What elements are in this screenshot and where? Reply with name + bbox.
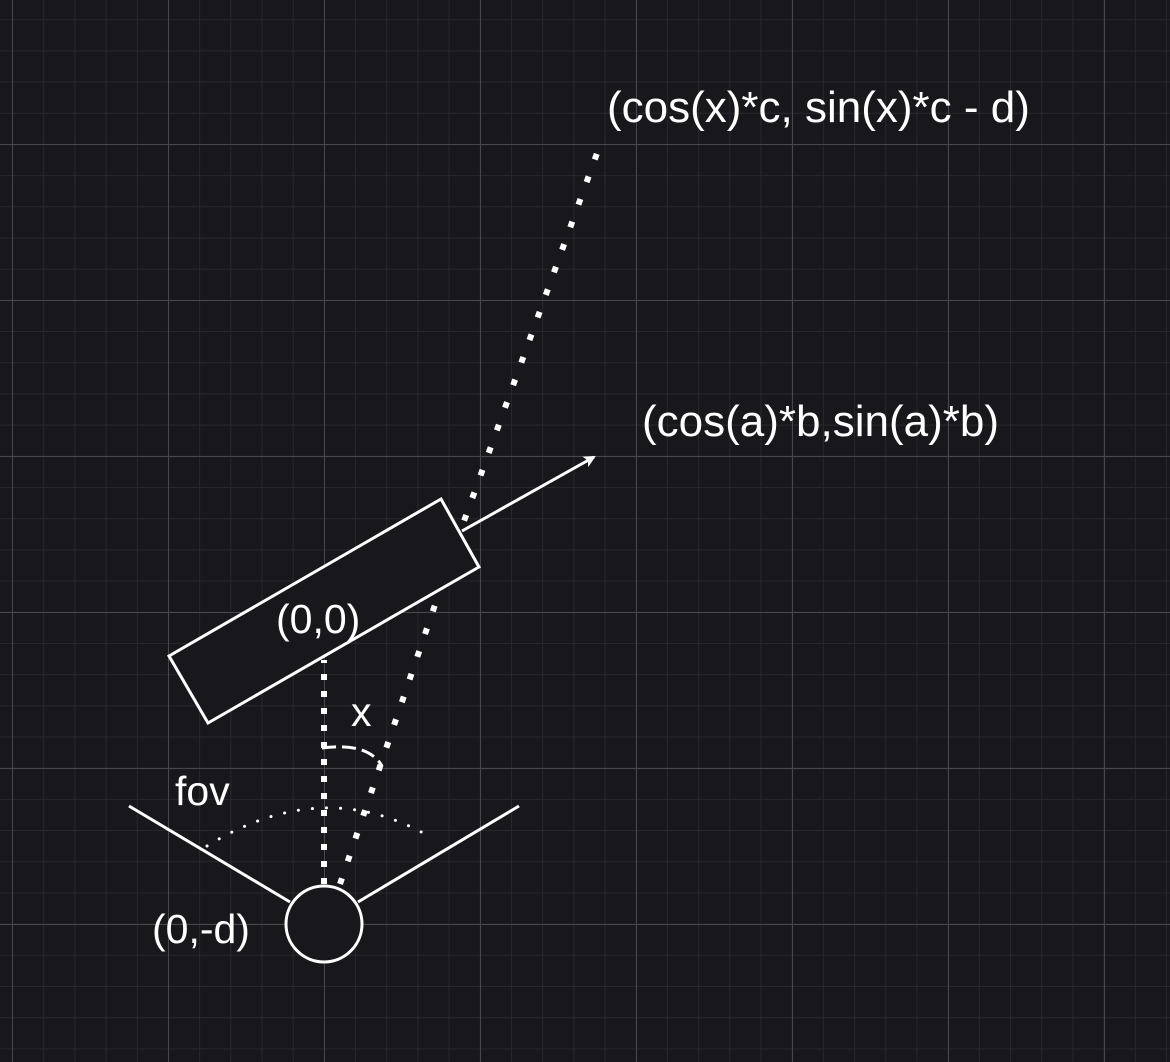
angle-x-arc <box>321 745 384 767</box>
origin-label: (0,0) <box>276 596 360 642</box>
camera-circle <box>284 884 364 964</box>
fov-arc <box>205 806 434 848</box>
direction-point-label: (cos(a)*b,sin(a)*b) <box>642 397 999 446</box>
screen-plane-rectangle <box>166 496 482 726</box>
fov-right-line <box>357 804 520 904</box>
camera-label: (0,-d) <box>152 906 250 952</box>
camera-ray-dotted <box>337 143 603 885</box>
angle-x-label: x <box>351 689 372 735</box>
fov-label: fov <box>175 768 230 814</box>
far-point-label: (cos(x)*c, sin(x)*c - d) <box>607 83 1030 132</box>
fov-left-line <box>128 804 291 904</box>
direction-arrow <box>461 455 596 533</box>
